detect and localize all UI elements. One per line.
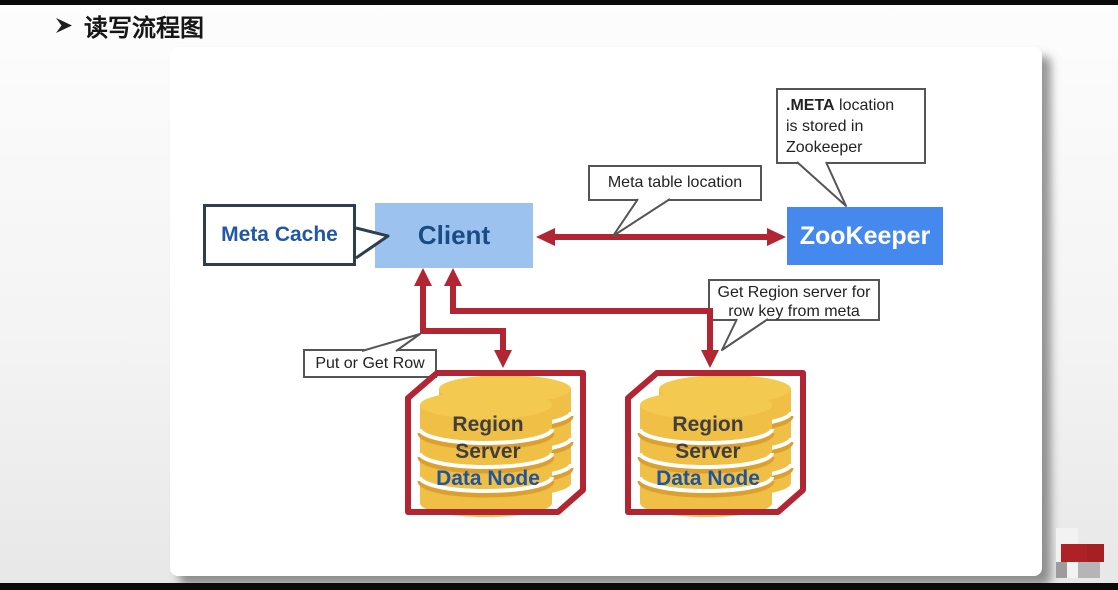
- zookeeper-label: ZooKeeper: [799, 221, 931, 250]
- callout-meta-table-location: Meta table location: [588, 165, 762, 201]
- callout-meta-table-location-text: Meta table location: [607, 174, 743, 191]
- logo-block: [1078, 562, 1100, 578]
- callout-meta-location-note-line2: is stored in: [786, 118, 864, 135]
- slide-title-text: 读写流程图: [84, 15, 204, 42]
- client-node: Client: [375, 203, 533, 268]
- meta-rest: location: [834, 97, 895, 114]
- data-node-line: Data Node: [436, 467, 540, 490]
- callout-meta-location-note-line1: .META location: [786, 95, 916, 116]
- region-server-2-graphic: [625, 370, 806, 517]
- server-line: Server: [675, 440, 741, 463]
- region-server-1: Region Server Data Node: [405, 365, 590, 520]
- region-server-2: Region Server Data Node: [625, 365, 810, 520]
- letterbox-top: [0, 0, 1118, 5]
- callout-meta-location-note: .META location is stored in Zookeeper: [776, 88, 926, 164]
- zookeeper-node: ZooKeeper: [787, 207, 943, 265]
- region-server-1-label: Region Server Data Node: [407, 411, 569, 492]
- server-red-outline: [405, 370, 586, 515]
- data-node-line: Data Node: [656, 467, 760, 490]
- meta-cache-label: Meta Cache: [221, 223, 338, 246]
- callout-get-region-server-line1: Get Region server for: [717, 284, 871, 301]
- callout-get-region-server: Get Region server for row key from meta: [708, 279, 880, 321]
- callout-put-or-get-row-text: Put or Get Row: [315, 355, 425, 372]
- meta-cache-node: Meta Cache: [203, 204, 356, 266]
- letterbox-bottom: [0, 583, 1118, 590]
- logo-block: [1067, 562, 1078, 578]
- logo-block: [1056, 562, 1067, 578]
- slide-title: 读写流程图: [55, 8, 204, 43]
- cylinder-stack-front-icon: [637, 391, 775, 517]
- logo-block: [1087, 544, 1104, 562]
- region-line: Region: [452, 413, 524, 436]
- cylinder-stack-front-icon: [417, 391, 555, 517]
- meta-bold: .META: [786, 97, 835, 114]
- client-label: Client: [417, 220, 491, 250]
- callout-meta-location-note-line3: Zookeeper: [786, 139, 863, 156]
- server-red-outline: [625, 370, 806, 515]
- logo-block: [1061, 544, 1087, 562]
- region-line: Region: [672, 413, 744, 436]
- bullet-arrow-icon: [56, 18, 72, 33]
- region-server-1-graphic: [405, 370, 586, 517]
- callout-get-region-server-line2: row key from meta: [728, 303, 860, 320]
- region-server-2-label: Region Server Data Node: [627, 411, 789, 492]
- server-line: Server: [455, 440, 521, 463]
